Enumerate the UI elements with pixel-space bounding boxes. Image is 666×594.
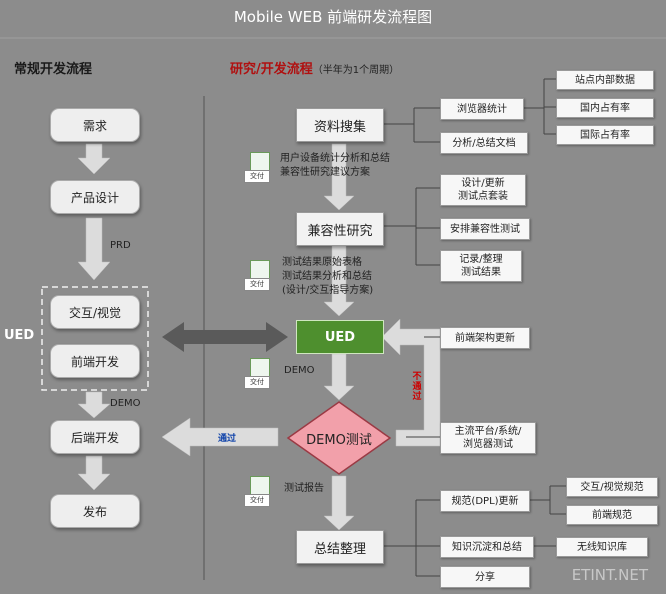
step-interaction-visual: 交互/视觉 <box>50 295 140 329</box>
right-heading-text: 研究/开发流程 <box>230 62 313 77</box>
step-frontend-dev: 前端开发 <box>50 344 140 378</box>
box-ui-spec: 交互/视觉规范 <box>566 477 658 497</box>
step-compatibility-research: 兼容性研究 <box>296 212 384 246</box>
box-share: 分享 <box>440 566 530 588</box>
box-wireless-kb: 无线知识库 <box>556 537 648 557</box>
prd-label: PRD <box>110 240 131 251</box>
fail-label-text: 不通过 <box>412 372 422 402</box>
box-spec-update: 规范(DPL)更新 <box>440 490 530 512</box>
left-section-heading: 常规开发流程 <box>14 62 93 77</box>
step-product-design: 产品设计 <box>50 180 140 214</box>
demo-test-label: DEMO测试 <box>306 433 372 448</box>
step-release: 发布 <box>50 494 140 528</box>
ued-deliverable: DEMO <box>284 365 315 376</box>
left-demo-label: DEMO <box>110 398 141 409</box>
deliverable-doc-icon: 交付 <box>244 260 270 291</box>
box-platform-test: 主流平台/系统/浏览器测试 <box>440 422 536 454</box>
demo-deliverable: 测试报告 <box>284 483 324 494</box>
pass-label: 通过 <box>218 434 237 444</box>
left-arrow-need-to-design <box>77 143 111 175</box>
fail-label: 不通过 <box>412 372 422 402</box>
right-heading-note: （半年为1个周期） <box>312 65 400 76</box>
box-browser-stats: 浏览器统计 <box>440 98 524 120</box>
watermark: ETINT.NET <box>571 566 648 584</box>
right-section-heading: 研究/开发流程（半年为1个周期） <box>230 58 399 77</box>
step-summary: 总结整理 <box>296 530 384 564</box>
left-ued-label: UED <box>4 328 35 343</box>
pass-arrow <box>161 417 279 457</box>
page-title: Mobile WEB 前端研发流程图 <box>233 8 433 26</box>
step-backend-dev: 后端开发 <box>50 420 140 454</box>
right-arrow-ued-to-demo <box>323 353 355 401</box>
step-requirement: 需求 <box>50 108 140 142</box>
step-demo-test-diamond <box>286 401 392 475</box>
right-arrow-research-to-compat <box>323 143 355 211</box>
box-analysis-docs: 分析/总结文档 <box>440 132 528 154</box>
right-arrow-compat-to-ued <box>323 243 355 317</box>
box-fe-arch-update: 前端架构更新 <box>440 327 530 349</box>
left-arrow-ued-to-backend <box>77 391 111 419</box>
box-fe-spec: 前端规范 <box>566 505 658 525</box>
box-intl-share: 国际占有率 <box>556 125 654 145</box>
box-site-data: 站点内部数据 <box>556 70 654 90</box>
ued-group-frame <box>41 286 149 391</box>
box-domestic-share: 国内占有率 <box>556 98 654 118</box>
ued-double-arrow <box>162 322 288 352</box>
box-design-update: 设计/更新测试点套装 <box>440 174 526 206</box>
step-research: 资料搜集 <box>296 108 384 142</box>
deliverable-doc-icon: 交付 <box>244 358 270 389</box>
box-arrange-test: 安排兼容性测试 <box>440 218 530 240</box>
right-arrow-demo-to-summary <box>323 475 355 531</box>
deliverable-doc-icon: 交付 <box>244 476 270 507</box>
compat-deliverables: 测试结果原始表格测试结果分析和总结(设计/交互指导方案) <box>282 257 374 296</box>
step-ued: UED <box>296 320 384 354</box>
deliverable-doc-icon: 交付 <box>244 152 270 183</box>
left-arrow-design-to-ued <box>77 217 111 281</box>
box-knowledge: 知识沉淀和总结 <box>440 536 534 558</box>
research-deliverables: 用户设备统计分析和总结兼容性研究建议方案 <box>280 153 390 178</box>
box-record-results: 记录/整理测试结果 <box>440 250 522 282</box>
left-arrow-backend-to-release <box>77 455 111 491</box>
